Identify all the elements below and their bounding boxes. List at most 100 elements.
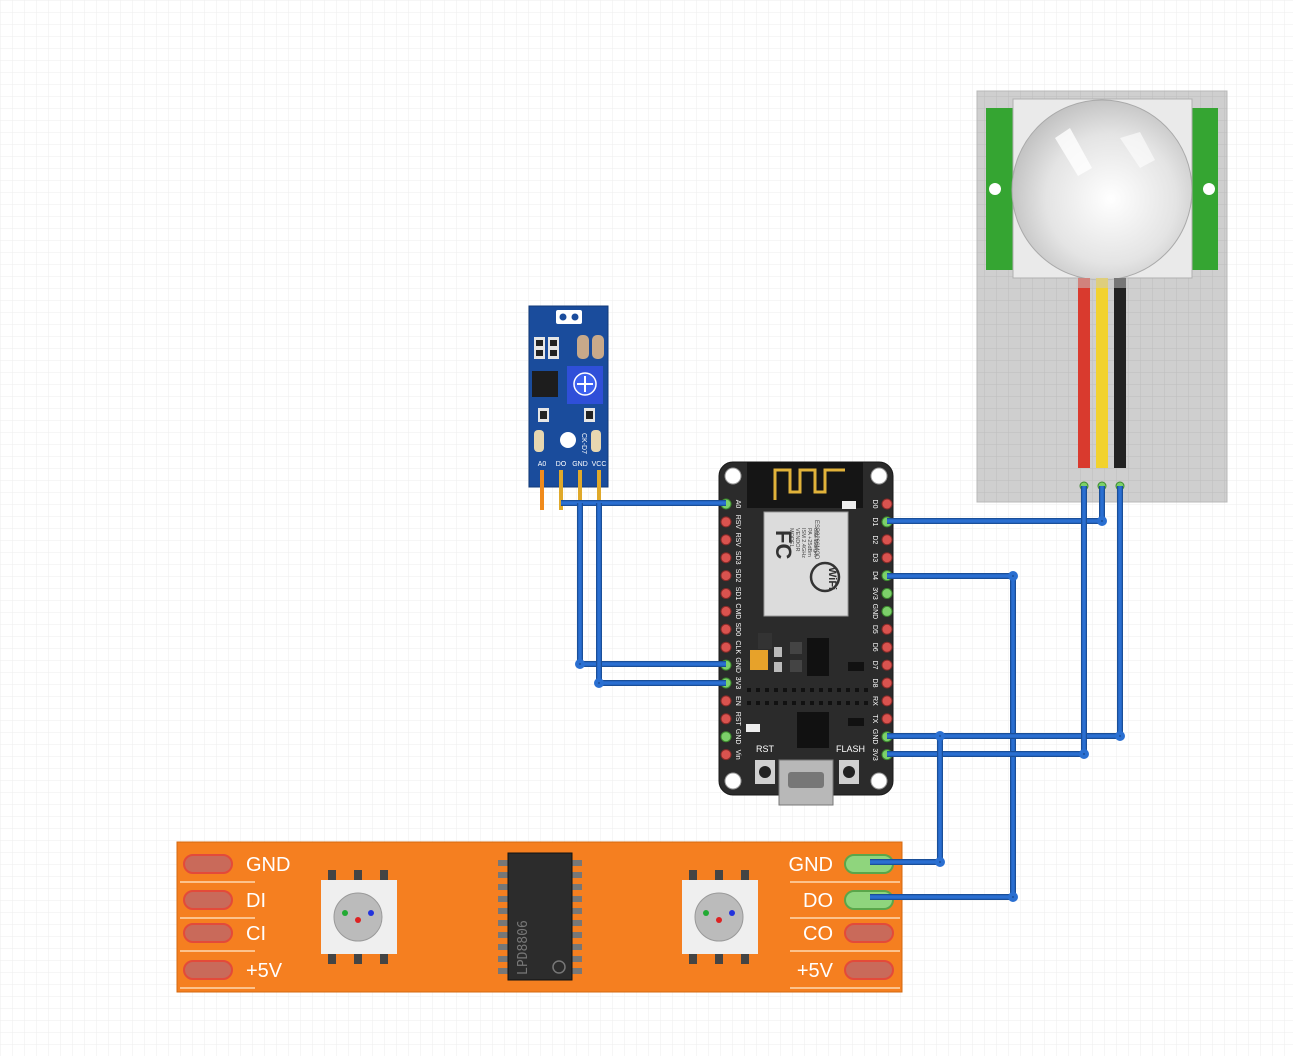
wire-bend bbox=[1097, 516, 1107, 526]
sensor-silk-label: CK-D7 bbox=[580, 433, 587, 454]
sensor-pin-label: GND bbox=[572, 461, 588, 468]
left-pin-label: 3V3 bbox=[734, 677, 741, 690]
left-pin-pad-en[interactable] bbox=[720, 695, 732, 707]
right-pin-pad-3v3[interactable] bbox=[881, 588, 893, 599]
right-pin-pad-gnd[interactable] bbox=[881, 605, 893, 617]
wire-bend bbox=[594, 678, 604, 688]
right-connector-pad[interactable] bbox=[844, 960, 894, 980]
pir-dome bbox=[1011, 99, 1193, 281]
right-pin-pad-d2[interactable] bbox=[881, 534, 893, 546]
right-pin-label: D8 bbox=[871, 679, 878, 688]
flash-label: FLASH bbox=[836, 744, 865, 754]
left-pin-pad-sd2[interactable] bbox=[720, 570, 732, 582]
left-connector-pad[interactable] bbox=[183, 923, 233, 943]
flash-button[interactable] bbox=[839, 760, 859, 784]
right-pin-pad-rx[interactable] bbox=[881, 695, 893, 707]
sensor-pin-do[interactable] bbox=[559, 470, 563, 510]
sensor-pin-gnd[interactable] bbox=[578, 470, 582, 510]
left-pin-label: SD1 bbox=[734, 587, 741, 601]
right-pin-label: D1 bbox=[871, 517, 878, 526]
left-pin-label: SD3 bbox=[734, 551, 741, 565]
left-pin-label: GND bbox=[734, 729, 741, 745]
right-pin-label: D5 bbox=[871, 625, 878, 634]
left-pin-label: SD2 bbox=[734, 569, 741, 583]
right-pin-pad-d5[interactable] bbox=[881, 623, 893, 635]
sensor-pin-label: A0 bbox=[538, 461, 547, 468]
mcu-left-pin-column: A0RSVRSVSD3SD2SD1CMDSD0CLKGND3V3ENRSTGND… bbox=[720, 498, 741, 761]
right-pin-label: D7 bbox=[871, 661, 878, 670]
right-pin-label: 3V3 bbox=[871, 748, 878, 761]
right-pin-label: TX bbox=[871, 714, 878, 723]
right-connector-label: GND bbox=[789, 854, 833, 876]
sensor-pin-a0[interactable] bbox=[540, 470, 544, 510]
left-connector-label: GND bbox=[246, 854, 290, 876]
wire-bend bbox=[1008, 892, 1018, 902]
wifi-logo-text: WiFi bbox=[826, 567, 838, 590]
left-pin-pad-sd0[interactable] bbox=[720, 623, 732, 635]
right-pin-pad-d3[interactable] bbox=[881, 552, 893, 564]
right-pin-label: GND bbox=[871, 604, 878, 620]
wire-bend bbox=[1008, 571, 1018, 581]
micro-usb-port bbox=[778, 759, 834, 806]
left-pin-pad-clk[interactable] bbox=[720, 641, 732, 653]
right-pin-pad-d7[interactable] bbox=[881, 659, 893, 671]
rst-button[interactable] bbox=[755, 760, 775, 784]
right-pin-label: D2 bbox=[871, 535, 878, 544]
wire-bend bbox=[935, 857, 945, 867]
right-pin-pad-tx[interactable] bbox=[881, 713, 893, 725]
rgb-led-2 bbox=[682, 870, 758, 964]
left-pin-label: RSV bbox=[734, 515, 741, 530]
right-pin-label: GND bbox=[871, 729, 878, 745]
right-pin-label: 3V3 bbox=[871, 587, 878, 600]
wire-bend bbox=[575, 659, 585, 669]
wire-bend bbox=[1079, 749, 1089, 759]
rst-label: RST bbox=[756, 744, 775, 754]
left-pin-pad-rst[interactable] bbox=[720, 713, 732, 725]
left-pin-label: GND bbox=[734, 657, 741, 673]
driver-chip: LPD8806 bbox=[498, 852, 582, 981]
wire-bend bbox=[1115, 731, 1125, 741]
left-pin-pad-sd1[interactable] bbox=[720, 588, 732, 599]
left-pin-pad-gnd[interactable] bbox=[720, 731, 732, 743]
left-connector-pad[interactable] bbox=[183, 854, 233, 874]
left-pin-pad-rsv[interactable] bbox=[720, 534, 732, 546]
left-pin-label: RST bbox=[734, 712, 741, 727]
right-pin-label: D4 bbox=[871, 571, 878, 580]
right-connector-label: +5V bbox=[797, 960, 834, 982]
sensor-header-pins bbox=[540, 470, 601, 510]
left-connector-label: +5V bbox=[246, 960, 283, 982]
left-connector-pad[interactable] bbox=[183, 890, 233, 910]
module-text-line: PA +25dBm bbox=[806, 528, 812, 557]
wiring bbox=[561, 486, 1125, 902]
right-connector-label: CO bbox=[803, 923, 833, 945]
right-pin-label: D3 bbox=[871, 553, 878, 562]
module-text-line: VENDOR bbox=[794, 528, 800, 552]
left-pin-pad-rsv[interactable] bbox=[720, 516, 732, 528]
sensor-pin-label: DO bbox=[556, 461, 567, 468]
right-pin-pad-d0[interactable] bbox=[881, 498, 893, 510]
right-pin-pad-d8[interactable] bbox=[881, 677, 893, 689]
left-pin-pad-vin[interactable] bbox=[720, 749, 732, 761]
right-pin-pad-d6[interactable] bbox=[881, 641, 893, 653]
left-pin-label: EN bbox=[734, 696, 741, 706]
pir-motion-sensor bbox=[976, 90, 1228, 503]
chip-label: LPD8806 bbox=[516, 920, 531, 975]
left-connector-pad[interactable] bbox=[183, 960, 233, 980]
left-connector-label: CI bbox=[246, 923, 266, 945]
right-pin-label: RX bbox=[871, 696, 878, 706]
right-pin-label: D0 bbox=[871, 500, 878, 509]
module-text-line: MODEL bbox=[788, 528, 794, 548]
fc-mark: FC bbox=[771, 530, 796, 559]
left-pin-pad-sd3[interactable] bbox=[720, 552, 732, 564]
right-connector-label: DO bbox=[803, 890, 833, 912]
sensor-pin-vcc[interactable] bbox=[597, 470, 601, 510]
left-pin-pad-cmd[interactable] bbox=[720, 605, 732, 617]
right-connector-pad[interactable] bbox=[844, 923, 894, 943]
left-pin-label: Vin bbox=[734, 750, 741, 760]
